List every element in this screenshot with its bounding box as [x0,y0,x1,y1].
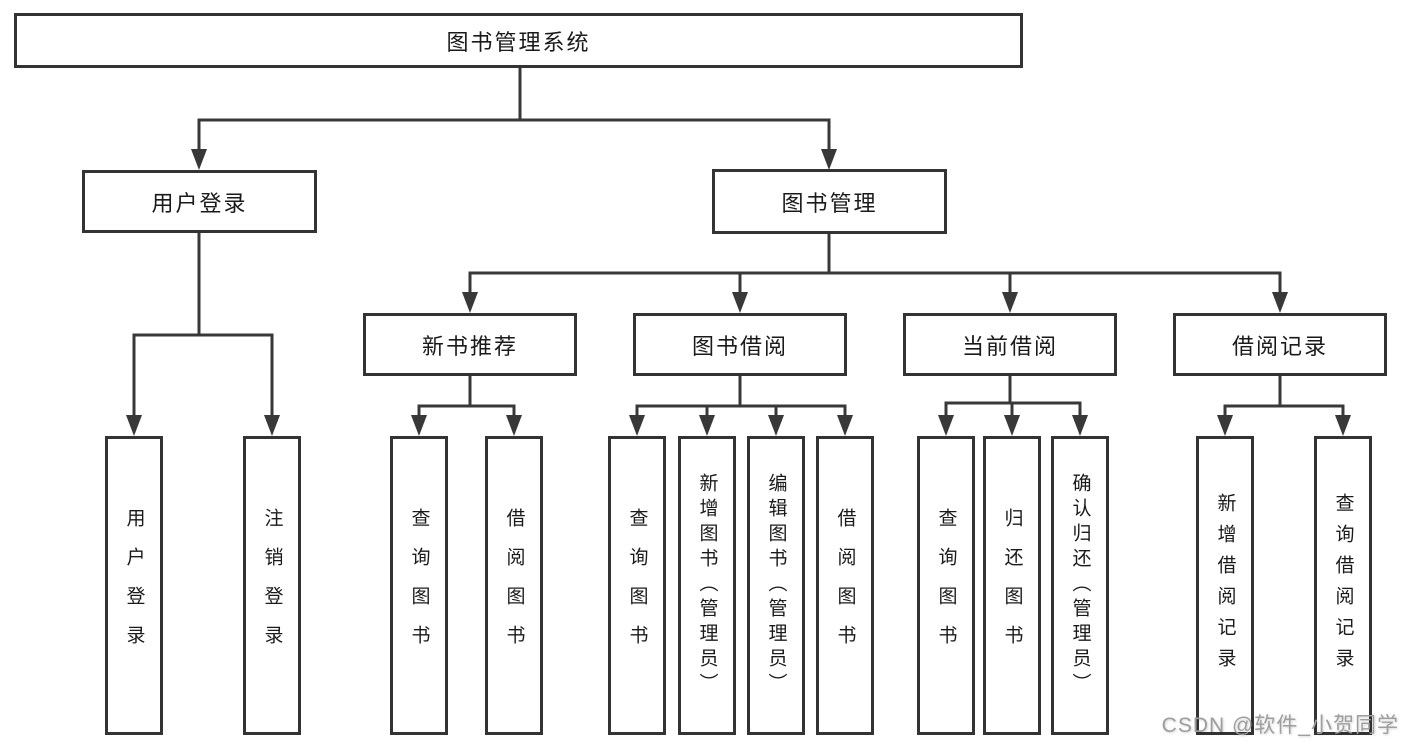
csdn-watermark: CSDN @软件_小贺同学 [1161,714,1399,737]
node-leaf-add-books-admin: 新增图书（管理员） [678,436,736,735]
branch-book-management [468,232,1282,303]
node-leaf-return-books: 归还图书 [983,436,1041,735]
node-leaf-query-books-recommend: 查询图书 [390,436,448,735]
arrowhead [264,415,280,436]
arrowhead [411,415,427,436]
branch-current-borrowing [944,374,1082,426]
arrowhead [821,149,837,170]
arrowhead [1004,415,1020,436]
arrowhead [732,292,748,313]
node-leaf-confirm-return-admin: 确认归还（管理员） [1051,436,1109,735]
arrowhead [126,415,142,436]
node-library-management-system: 图书管理系统 [14,13,1023,68]
arrowhead [938,415,954,436]
node-new-book-recommend: 新书推荐 [363,313,577,376]
arrowhead [191,149,207,170]
node-user-login: 用户登录 [82,170,317,233]
branch-new-book [417,374,516,426]
arrowhead [1335,415,1351,436]
arrowhead [699,415,715,436]
node-book-management: 图书管理 [712,169,947,234]
arrowhead [462,292,478,313]
arrowhead [629,415,645,436]
node-leaf-query-books-current: 查询图书 [917,436,975,735]
branch-root [197,66,831,160]
arrowhead [837,415,853,436]
branch-user-login [132,231,274,426]
node-borrowing-records: 借阅记录 [1173,313,1387,376]
arrowhead [1217,415,1233,436]
node-book-borrowing: 图书借阅 [633,313,847,376]
node-leaf-user-login: 用户登录 [105,436,163,735]
node-leaf-borrow-books-recommend: 借阅图书 [485,436,543,735]
arrowhead [1002,292,1018,313]
arrowhead [768,415,784,436]
arrowhead [1072,415,1088,436]
branch-borrowing-records [1223,374,1345,426]
branch-book-borrowing [635,374,847,426]
arrowhead [1272,292,1288,313]
node-current-borrowing: 当前借阅 [903,313,1117,376]
arrowhead [506,415,522,436]
node-leaf-add-borrow-record: 新增借阅记录 [1196,436,1254,735]
node-leaf-query-books-borrowing: 查询图书 [608,436,666,735]
node-leaf-borrow-books: 借阅图书 [816,436,874,735]
node-leaf-logout: 注销登录 [243,436,301,735]
node-leaf-edit-books-admin: 编辑图书（管理员） [747,436,805,735]
node-leaf-query-borrow-record: 查询借阅记录 [1314,436,1372,735]
